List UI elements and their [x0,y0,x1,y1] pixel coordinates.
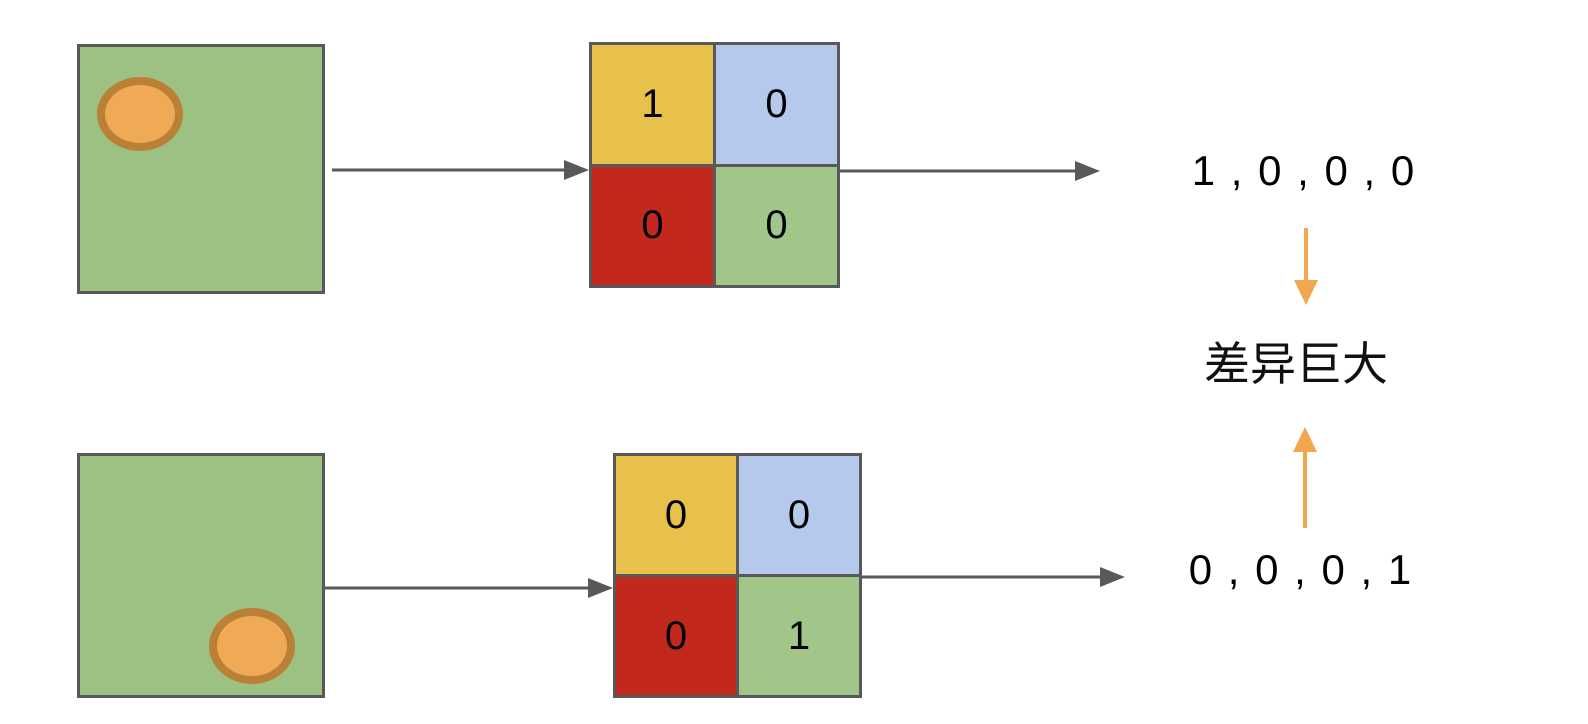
grid-cell-bottom-left: 0 [616,577,736,695]
orange-circle-icon [97,77,183,151]
grid-cell-bottom-right: 1 [739,577,859,695]
input-image-top [77,44,325,294]
comparison-label: 差异巨大 [1204,338,1388,390]
hash-grid-bottom: 0 0 0 1 [613,453,862,698]
grid-cell-bottom-left: 0 [592,166,713,285]
hash-grid-top: 1 0 0 0 [589,42,840,288]
grid-cell-top-left: 1 [592,45,713,164]
up-arrow-icon [1293,427,1317,528]
down-arrow-icon [1294,228,1318,305]
orange-circle-icon [209,608,295,684]
grid-cell-top-right: 0 [716,45,837,164]
grid-cell-top-right: 0 [739,456,859,574]
right-arrow-icon [840,161,1100,181]
grid-cell-bottom-right: 0 [716,166,837,285]
right-arrow-icon [862,567,1125,587]
input-image-bottom [77,453,325,698]
sequence-text-top: 1 , 0 , 0 , 0 [1191,147,1417,194]
right-arrow-icon [332,160,589,180]
sequence-text-bottom: 0 , 0 , 0 , 1 [1188,546,1414,593]
grid-cell-top-left: 0 [616,456,736,574]
right-arrow-icon [325,578,613,598]
